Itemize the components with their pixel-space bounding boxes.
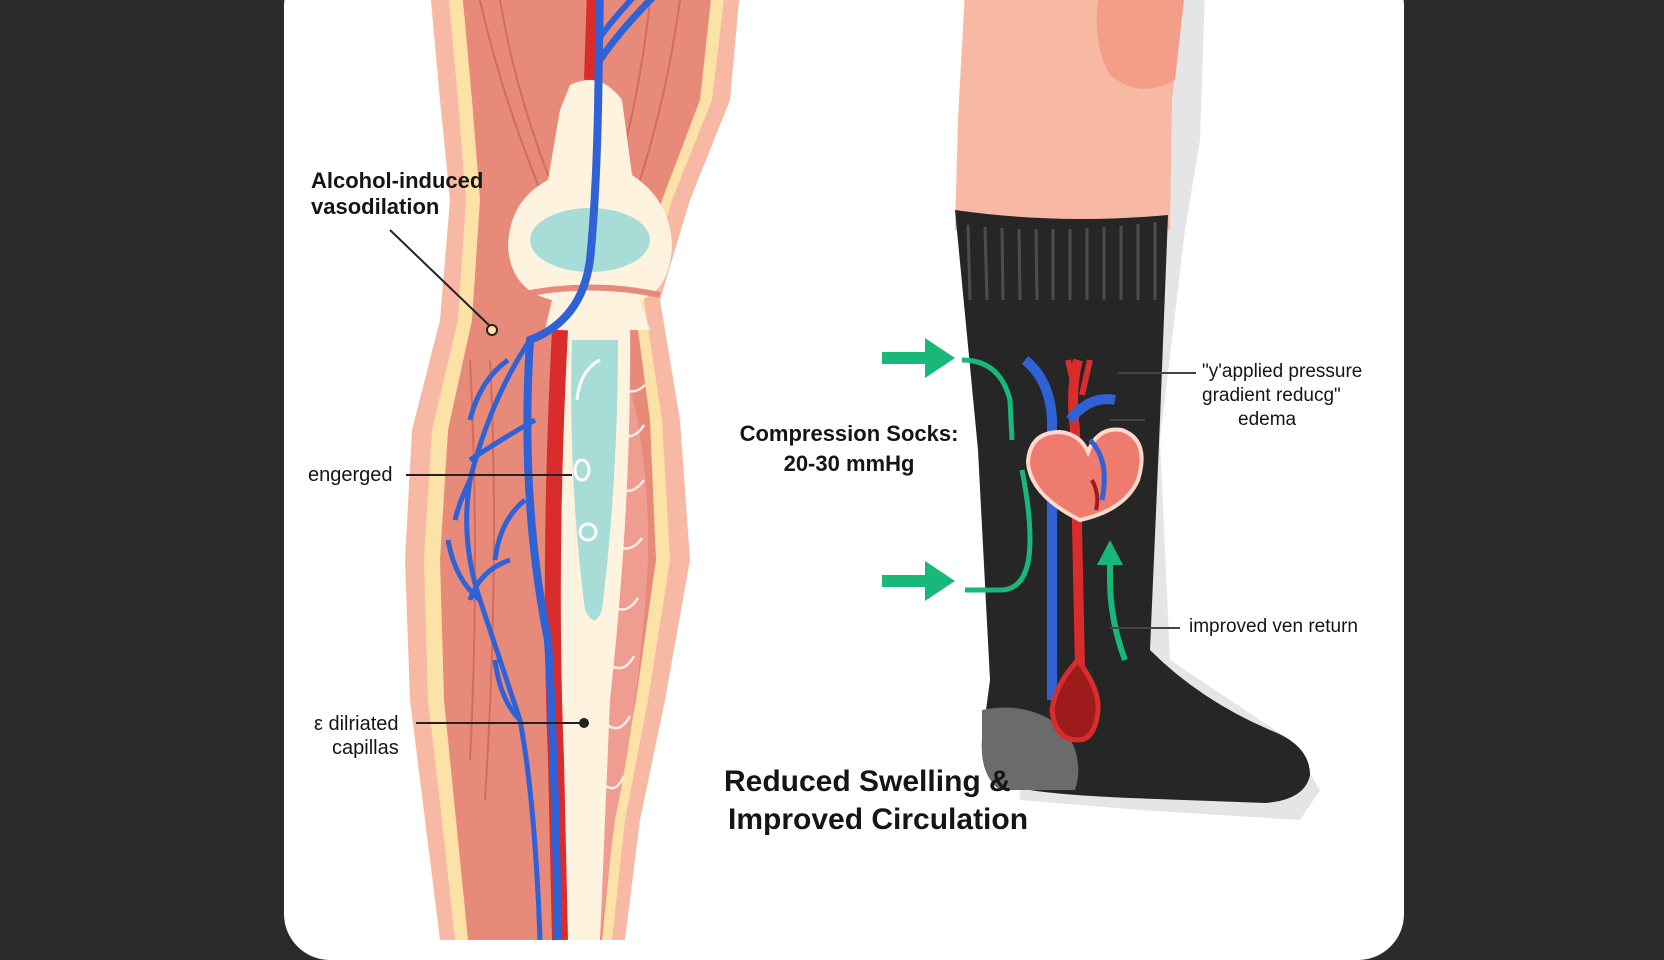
compression-label-line1: Compression Socks: [739, 421, 959, 446]
compression-sock-illustration [955, 0, 1320, 820]
outcome-label-line1: Reduced Swelling & [724, 765, 1011, 798]
arrow-up-icon [1097, 540, 1128, 662]
diagram-art [389, 0, 1320, 941]
pressure-flow-line [961, 357, 1033, 593]
heart-icon [1025, 427, 1144, 523]
capillaries-label-line2: capillas [332, 737, 399, 759]
compression-label-line2: 20-30 mmHg [783, 451, 915, 476]
pressure-label-line2: gradient reducg" [1202, 385, 1341, 406]
pressure-label-line1: "y'applied pressure [1202, 361, 1363, 382]
right-pointer-lines [1110, 372, 1196, 629]
vasodilation-label-line1: Alcohol-induced [311, 168, 484, 193]
venous-return-label: improved ven return [1189, 616, 1358, 637]
blood-pool [1049, 656, 1101, 743]
arrow-right-icon [882, 338, 955, 601]
sock-body [955, 210, 1310, 803]
vasodilation-label-line2: vasodilation [311, 194, 440, 219]
main-vein [523, 0, 604, 941]
knee-joint [508, 80, 672, 330]
diagram-card: Alcohol-induced vasodilation engerged ε … [284, 0, 1404, 960]
left-pointer-lines [389, 229, 589, 728]
engorged-label: engerged [308, 464, 393, 486]
capillaries-label-line1: ε dilriated [314, 713, 399, 735]
outcome-label-line2: Improved Circulation [728, 803, 1029, 836]
bone-marrow [571, 340, 618, 620]
pressure-label-line3: edema [1238, 409, 1297, 430]
leg-anatomy-illustration [405, 0, 740, 941]
